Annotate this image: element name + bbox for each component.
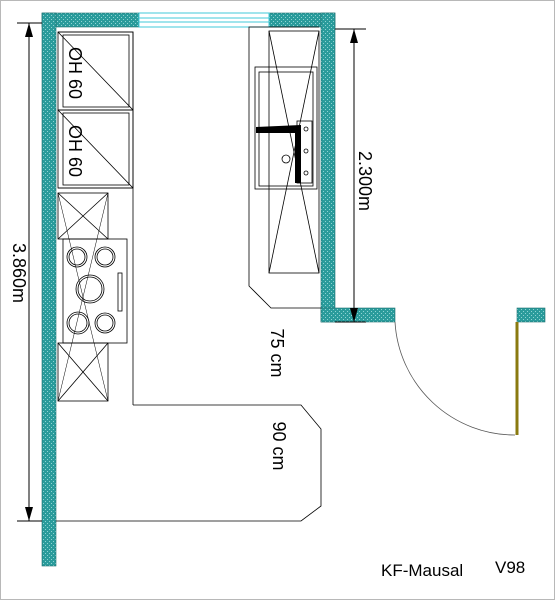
wall-left: [41, 12, 57, 567]
wall-right: [320, 12, 336, 323]
wall-stub-right: [516, 307, 546, 323]
signature-name: KF-Mausal: [381, 561, 463, 580]
wall-top-left: [41, 12, 140, 28]
signature-version: V98: [495, 558, 525, 577]
sink: [254, 66, 318, 190]
window: [138, 12, 270, 28]
dimension-label-right: 2.300m: [355, 151, 375, 211]
peninsula: [56, 404, 322, 522]
walls: [41, 12, 546, 567]
door: [394, 321, 519, 436]
oven-label-1: OH 60: [65, 47, 85, 99]
oven-label-2: OH 60: [65, 125, 85, 177]
aisle-label: 75 cm: [267, 328, 287, 377]
right-counter: [248, 26, 321, 309]
dimension-right: [335, 28, 366, 323]
wall-stub-left: [320, 307, 396, 323]
dimension-label-left: 3.860m: [9, 243, 29, 303]
left-counter: [57, 31, 134, 405]
peninsula-label: 90 cm: [269, 421, 289, 470]
dimension-left: [17, 22, 42, 522]
